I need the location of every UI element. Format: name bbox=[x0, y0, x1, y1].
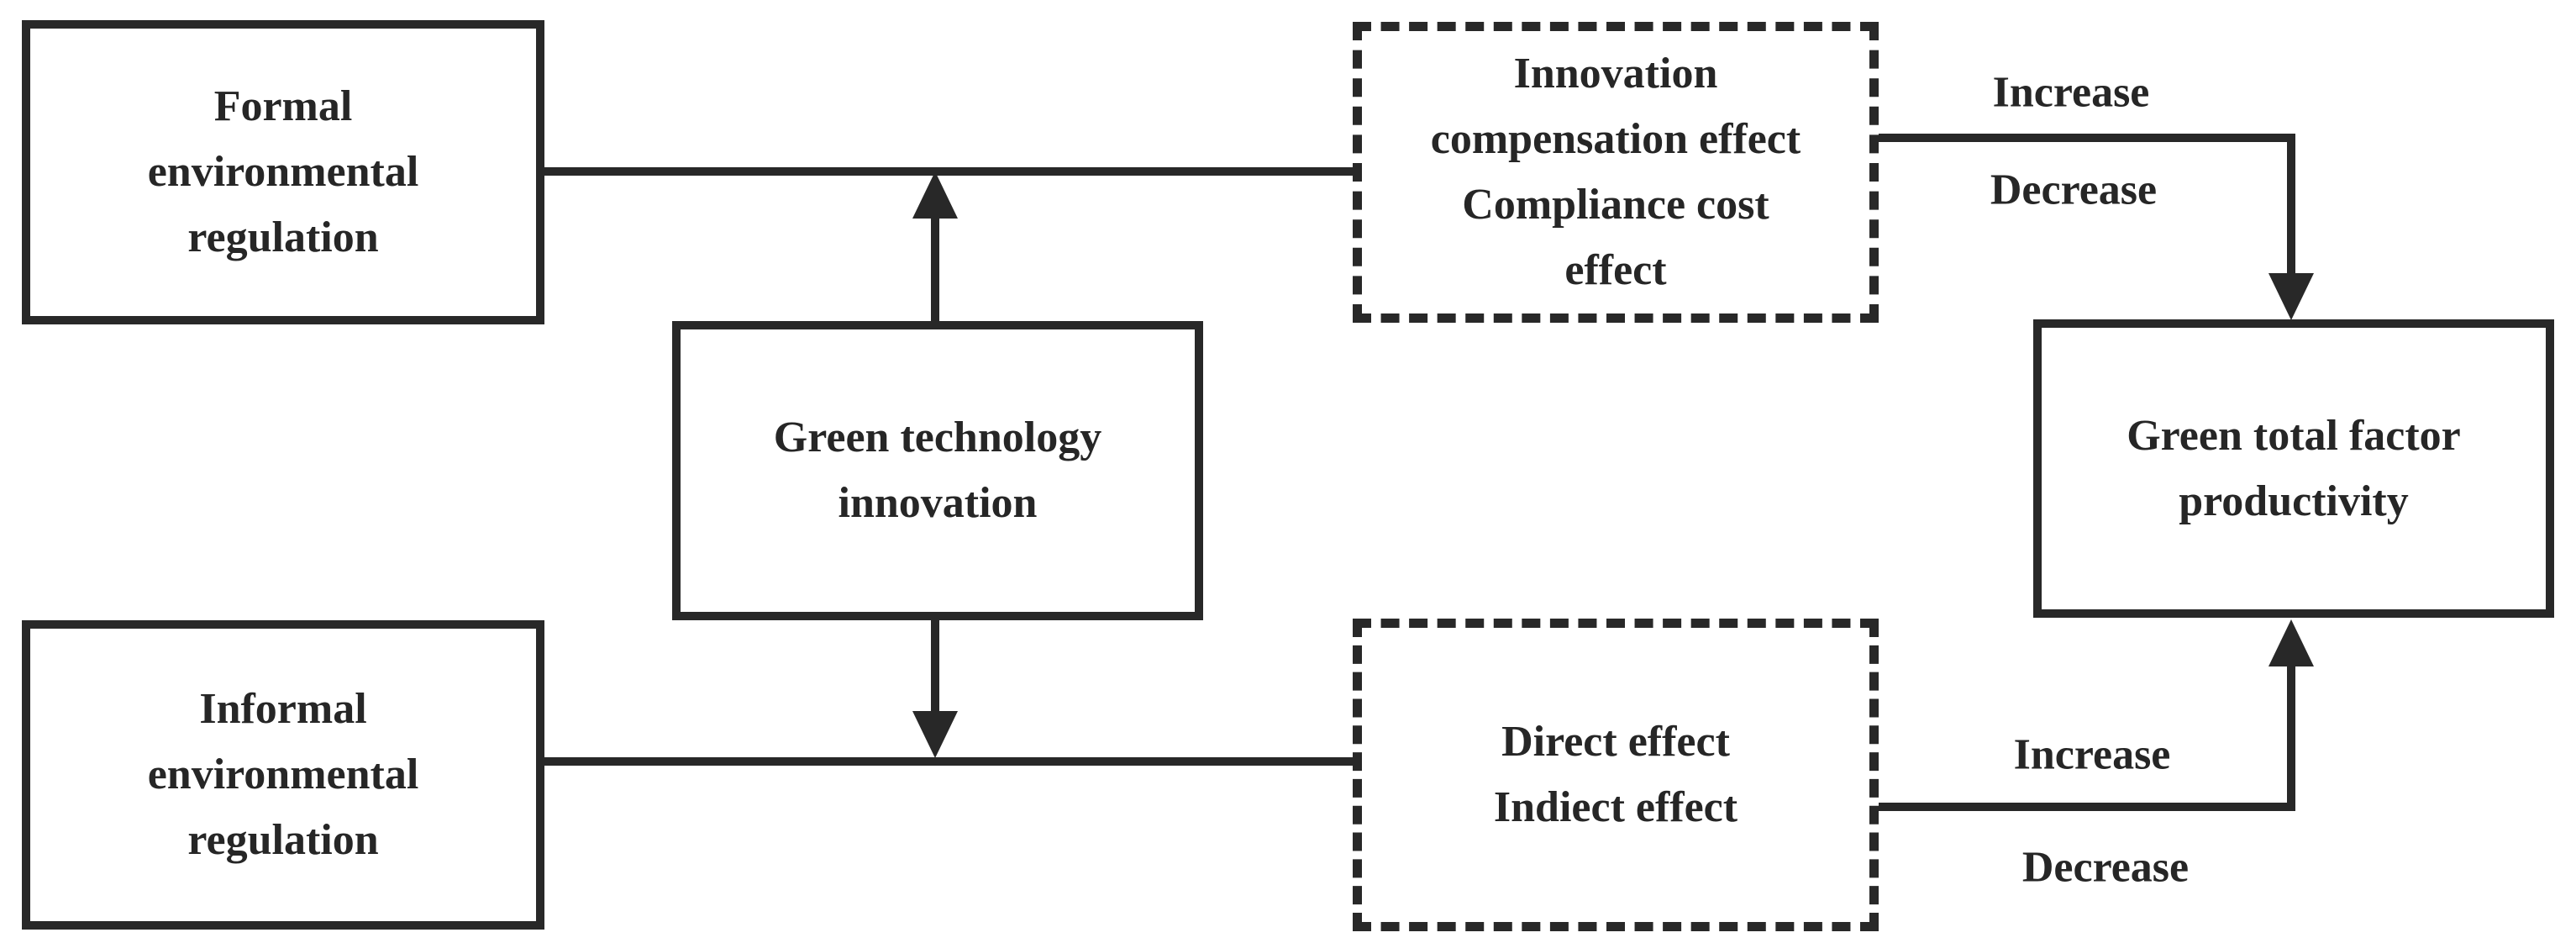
connector-bottom-effects-to-outcome-vertical-line bbox=[2287, 666, 2295, 811]
direct-indirect-effect-box: Direct effect Indiect effect bbox=[1353, 619, 1879, 931]
arrow-up-icon bbox=[2268, 619, 2314, 666]
bottom-decrease-label: Decrease bbox=[2021, 843, 2190, 892]
green-total-factor-productivity-box: Green total factor productivity bbox=[2033, 319, 2554, 618]
bottom-increase-label: Increase bbox=[2013, 730, 2171, 779]
connector-gti-up-line bbox=[931, 213, 939, 321]
connector-gti-down-line bbox=[931, 620, 939, 714]
arrow-up-icon bbox=[912, 171, 958, 219]
green-technology-innovation-box: Green technology innovation bbox=[672, 321, 1203, 620]
top-decrease-label: Decrease bbox=[1990, 166, 2158, 214]
green-total-factor-productivity-label: Green total factor productivity bbox=[2127, 411, 2461, 525]
connector-bottom-effects-to-outcome-horizontal-line bbox=[1879, 803, 2295, 811]
informal-environmental-regulation-box: Informal environmental regulation bbox=[22, 620, 544, 930]
connector-top-effects-to-outcome-horizontal-line bbox=[1879, 134, 2295, 142]
informal-environmental-regulation-label: Informal environmental regulation bbox=[147, 685, 419, 864]
innovation-compensation-compliance-cost-effect-label: Innovation compensation effect Complianc… bbox=[1430, 50, 1801, 294]
arrow-down-icon bbox=[912, 711, 958, 758]
connector-top-effects-to-outcome-vertical-line bbox=[2287, 134, 2295, 275]
arrow-down-icon bbox=[2268, 273, 2314, 320]
direct-indirect-effect-label: Direct effect Indiect effect bbox=[1493, 718, 1738, 831]
formal-environmental-regulation-box: Formal environmental regulation bbox=[22, 20, 544, 324]
connector-informal-to-bottom-effects-line bbox=[544, 757, 1353, 766]
top-increase-label: Increase bbox=[1992, 68, 2150, 117]
green-technology-innovation-label: Green technology innovation bbox=[773, 414, 1102, 527]
formal-environmental-regulation-label: Formal environmental regulation bbox=[147, 82, 419, 261]
innovation-compensation-compliance-cost-effect-box: Innovation compensation effect Complianc… bbox=[1353, 22, 1879, 323]
